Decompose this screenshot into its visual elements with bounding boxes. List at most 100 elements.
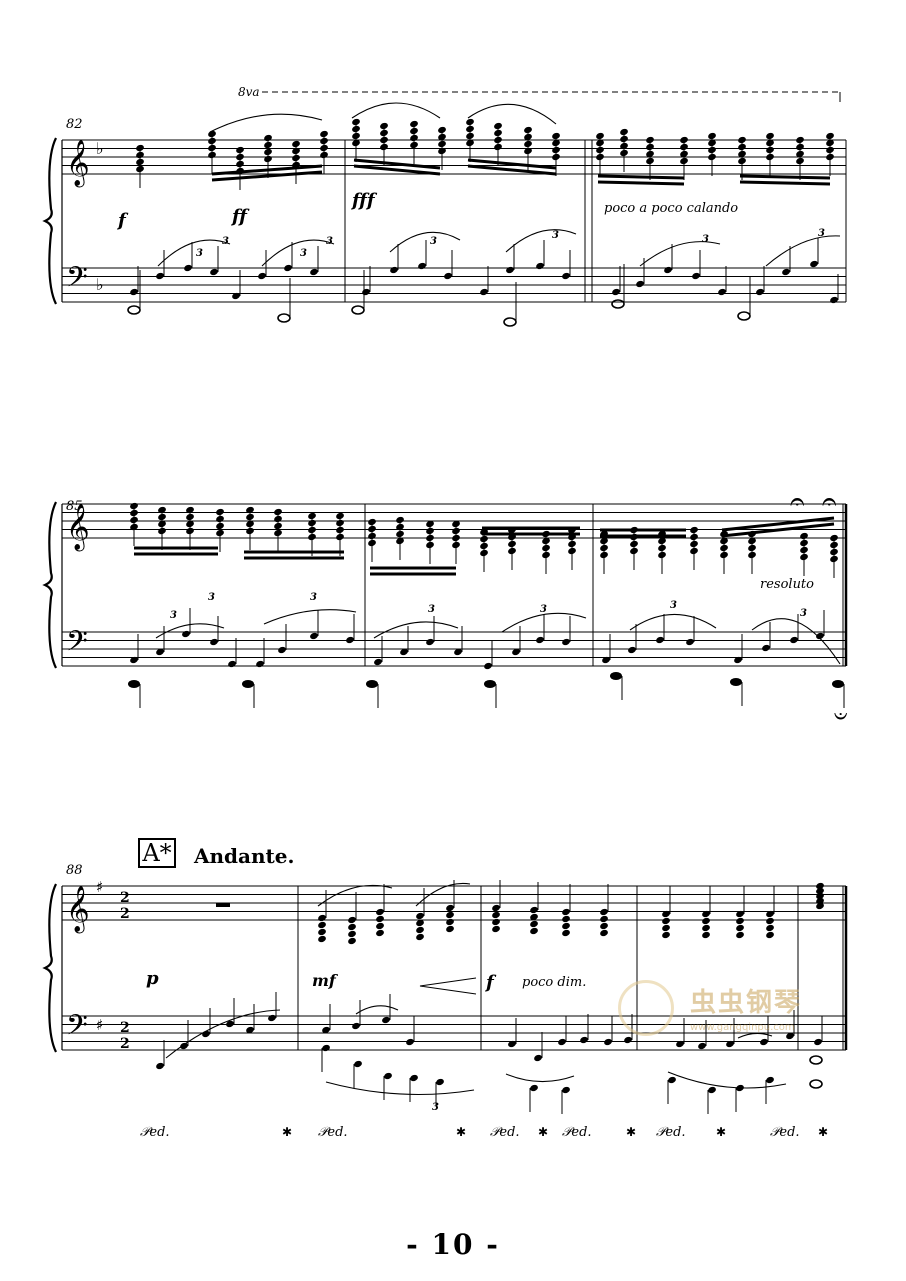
treble-clef-icon: 𝄞 <box>66 140 90 188</box>
slur <box>155 623 225 639</box>
key-flat-icon: ♭ <box>96 275 104 294</box>
chord-note <box>492 925 500 933</box>
slur <box>415 882 471 907</box>
bass-note <box>156 648 164 656</box>
chord-note <box>348 923 356 931</box>
bass-note <box>536 636 544 644</box>
chord-note <box>736 917 744 925</box>
bass-note <box>790 636 798 644</box>
bass-note <box>664 266 672 274</box>
chord-note <box>348 916 356 924</box>
low-note <box>484 680 496 688</box>
slur <box>165 1009 281 1059</box>
pedal-release-icon: ✱ <box>456 1125 466 1139</box>
whole-note <box>809 1079 823 1089</box>
tuplet-number: 3 <box>208 592 215 603</box>
bass-note <box>604 1038 612 1046</box>
chord-note <box>446 925 454 933</box>
chord-note <box>416 926 424 934</box>
bass-note-low <box>354 1060 362 1068</box>
bass-note <box>284 264 292 272</box>
brace <box>42 137 57 305</box>
chord-note <box>736 931 744 939</box>
whole-chord <box>816 897 824 905</box>
bass-note <box>718 288 726 296</box>
bass-note <box>130 288 138 296</box>
chord-note <box>376 915 384 923</box>
chord-note <box>376 922 384 930</box>
bass-note <box>760 1038 768 1046</box>
chord-note <box>530 927 538 935</box>
bass-note <box>258 272 266 280</box>
chord-note <box>600 915 608 923</box>
low-note <box>832 680 844 688</box>
time-sig-num: 2 <box>120 890 130 906</box>
bass-note <box>232 292 240 300</box>
key-flat-icon: ♭ <box>96 139 104 158</box>
bass-note <box>810 260 818 268</box>
expression-text: poco a poco calando <box>604 201 738 216</box>
slur <box>667 1071 787 1089</box>
chord-note <box>702 910 710 918</box>
half-note <box>351 305 365 315</box>
bass-note <box>382 1016 390 1024</box>
dynamic-p: p <box>146 968 159 989</box>
bass-note <box>756 288 764 296</box>
beam <box>739 180 831 186</box>
watermark-logo-icon <box>618 980 674 1036</box>
chord-note <box>736 924 744 932</box>
slur <box>355 1005 399 1015</box>
bass-note <box>692 272 700 280</box>
slur <box>765 235 841 267</box>
bass-note <box>156 272 164 280</box>
chord-note <box>662 910 670 918</box>
chord-note <box>600 929 608 937</box>
bass-note <box>534 1054 542 1062</box>
time-sig-den: 2 <box>120 1036 130 1052</box>
time-sig-den: 2 <box>120 906 130 922</box>
bass-note <box>656 636 664 644</box>
chord-note <box>702 931 710 939</box>
treble-clef-icon: 𝄞 <box>66 886 90 934</box>
chord-note <box>530 913 538 921</box>
bass-note <box>256 660 264 668</box>
chord-note <box>562 908 570 916</box>
chord-note <box>348 930 356 938</box>
page-number: - 10 - <box>406 1228 500 1261</box>
bass-note <box>362 288 370 296</box>
key-sharp-icon: ♯ <box>96 878 103 896</box>
beam <box>721 522 835 538</box>
pedal-release-icon: ✱ <box>716 1125 726 1139</box>
bass-note <box>426 638 434 646</box>
beam <box>353 164 441 176</box>
bass-note <box>210 268 218 276</box>
beam <box>721 516 835 532</box>
bass-note <box>558 1038 566 1046</box>
bass-note-low <box>384 1072 392 1080</box>
chord-note <box>600 908 608 916</box>
bass-note-low <box>766 1076 774 1084</box>
beam <box>353 158 441 170</box>
bass-note <box>406 1038 414 1046</box>
ottava-mark: 8va <box>238 85 260 99</box>
chord-note <box>766 917 774 925</box>
beam <box>597 180 685 186</box>
pedal-mark: 𝒫ed. <box>770 1125 800 1140</box>
tuplet-number: 3 <box>800 608 807 619</box>
tuplet-number: 3 <box>326 236 333 247</box>
tuplet-number: 3 <box>310 592 317 603</box>
chord-note <box>736 910 744 918</box>
bass-note <box>454 648 462 656</box>
time-sig-num: 2 <box>120 1020 130 1036</box>
slur <box>629 613 717 631</box>
pedal-release-icon: ✱ <box>282 1125 292 1139</box>
half-note <box>277 313 291 323</box>
bass-note <box>734 656 742 664</box>
bass-note <box>184 264 192 272</box>
expression-text: poco dim. <box>522 975 586 990</box>
bass-note <box>310 632 318 640</box>
whole-chord <box>816 882 824 890</box>
brace <box>42 501 57 669</box>
brace <box>42 883 57 1053</box>
